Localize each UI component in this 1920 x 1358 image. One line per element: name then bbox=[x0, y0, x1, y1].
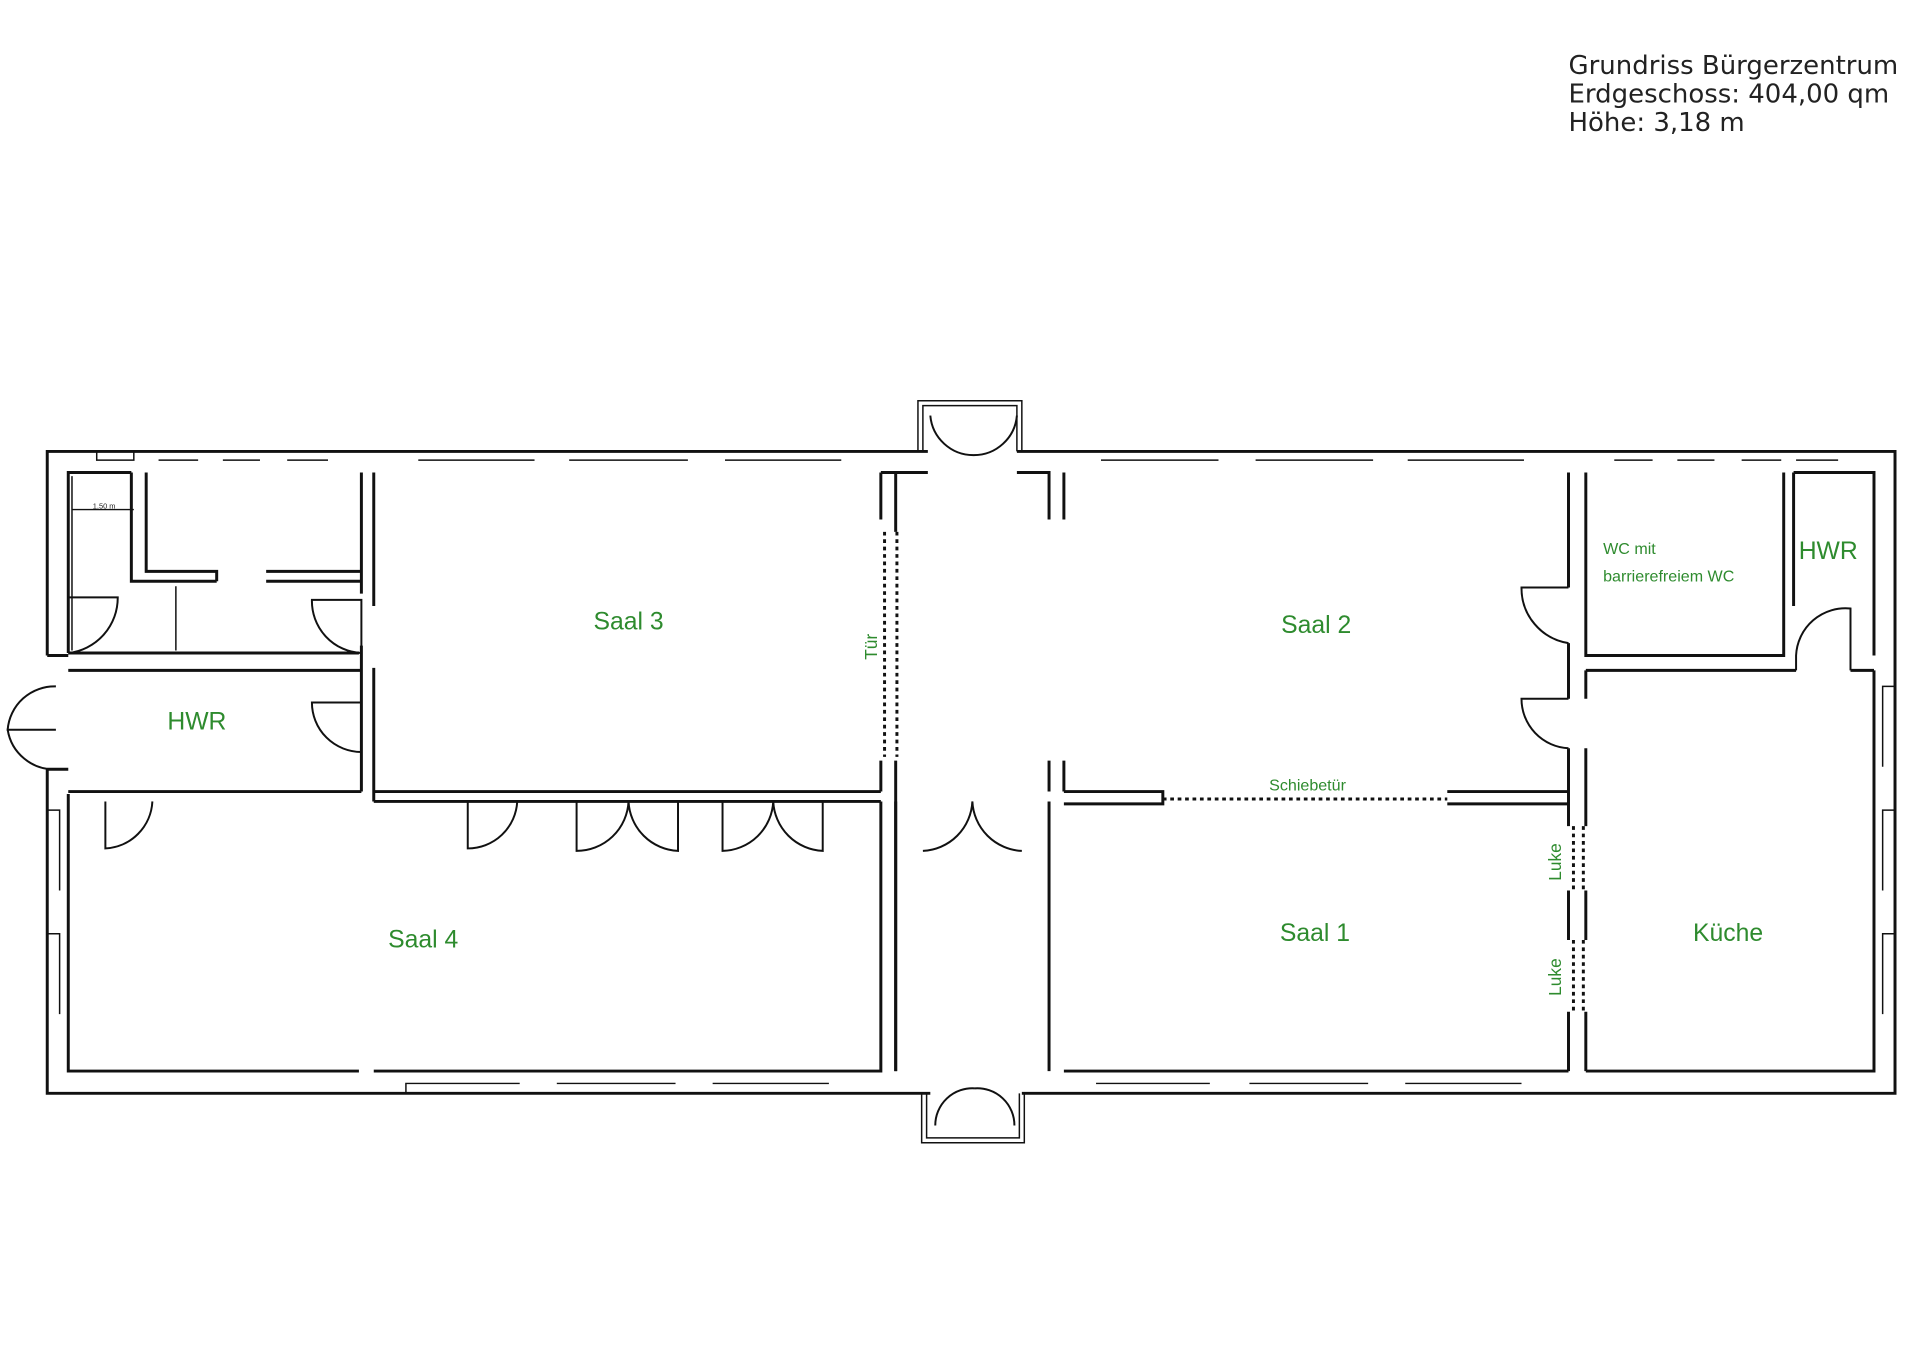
room-saal-1: Saal 1 bbox=[1280, 920, 1350, 947]
doors bbox=[6, 415, 1852, 1126]
room-labels: Saal 3 Saal 2 Saal 1 Saal 4 HWR HWR WC m… bbox=[93, 501, 1858, 996]
room-saal-2: Saal 2 bbox=[1281, 612, 1351, 639]
title-line-3: Höhe: 3,18 m bbox=[1569, 108, 1745, 138]
room-wc-line-1: WC mit bbox=[1603, 540, 1656, 558]
label-tuer: Tür bbox=[861, 634, 881, 660]
dimension-lines bbox=[71, 476, 177, 651]
label-luke-2: Luke bbox=[1545, 958, 1565, 996]
room-wc-line-2: barrierefreiem WC bbox=[1603, 567, 1734, 585]
label-schiebetuer: Schiebetür bbox=[1269, 776, 1346, 794]
title-block: Grundriss Bürgerzentrum Erdgeschoss: 404… bbox=[1569, 51, 1899, 138]
label-luke-1: Luke bbox=[1545, 843, 1565, 881]
title-line-2: Erdgeschoss: 404,00 qm bbox=[1569, 80, 1890, 110]
room-saal-4: Saal 4 bbox=[388, 926, 458, 953]
room-kueche: Küche bbox=[1693, 920, 1763, 947]
walls bbox=[45, 399, 1897, 1144]
room-hwr-left: HWR bbox=[167, 709, 226, 736]
title-line-1: Grundriss Bürgerzentrum bbox=[1569, 51, 1899, 81]
dimension-label: 1,50 m bbox=[93, 501, 116, 510]
room-saal-3: Saal 3 bbox=[593, 609, 663, 636]
room-hwr-right: HWR bbox=[1799, 538, 1858, 565]
